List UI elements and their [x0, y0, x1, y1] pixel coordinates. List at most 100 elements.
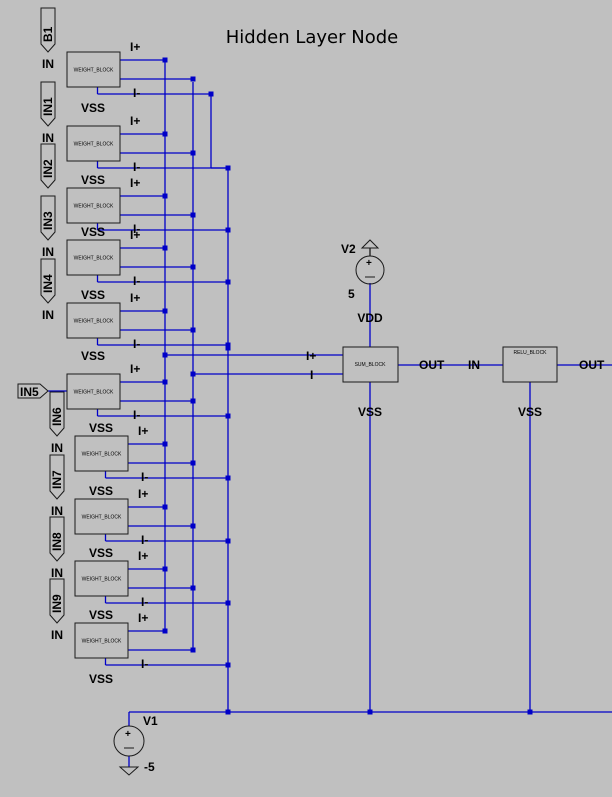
weight-block-name: WEIGHT_BLOCK — [82, 577, 122, 583]
vss-pin-label: VSS — [89, 608, 113, 622]
in-pin-label: IN — [51, 628, 63, 642]
junction-dot — [190, 150, 196, 156]
input-flag-in7[interactable]: IN7 — [49, 454, 65, 500]
v2-plus-icon: + — [366, 258, 372, 269]
input-flag-in8[interactable]: IN8 — [49, 516, 65, 562]
weight-block-name: WEIGHT_BLOCK — [74, 142, 114, 148]
junction-dot — [225, 413, 231, 419]
iplus-pin-label: I+ — [138, 424, 148, 438]
input-flag-label: IN7 — [50, 470, 64, 489]
weight-block-name: WEIGHT_BLOCK — [74, 204, 114, 210]
relu-block-out-label: OUT — [579, 358, 605, 372]
junctions — [162, 57, 533, 715]
input-flag-in6[interactable]: IN6 — [49, 391, 65, 437]
vss-pin-label: VSS — [89, 546, 113, 560]
weight-block-name: WEIGHT_BLOCK — [82, 515, 122, 521]
iminus-pin-label: I- — [141, 595, 148, 609]
in-pin-label: IN — [51, 504, 63, 518]
iminus-pin-label: I- — [141, 470, 148, 484]
sum-block-iplus-label: I+ — [306, 349, 316, 363]
relu-block-vss-label: VSS — [518, 405, 542, 419]
junction-dot — [162, 628, 168, 634]
in-pin-label: IN — [42, 245, 54, 259]
input-flag-label: B1 — [41, 26, 55, 42]
junction-dot — [162, 245, 168, 251]
junction-dot — [162, 504, 168, 510]
iminus-pin-label: I- — [133, 408, 140, 422]
input-flag-in4[interactable]: IN4 — [40, 258, 56, 304]
junction-dot — [190, 76, 196, 82]
sum-block[interactable]: SUM_BLOCK — [342, 346, 399, 383]
junction-dot — [190, 523, 196, 529]
junction-dot — [190, 327, 196, 333]
input-flag-in5[interactable]: IN5 — [17, 383, 49, 399]
iminus-pin-label: I- — [133, 274, 140, 288]
input-flag-in9[interactable]: IN9 — [49, 578, 65, 624]
iplus-pin-label: I+ — [138, 549, 148, 563]
iplus-pin-label: I+ — [130, 176, 140, 190]
vss-pin-label: VSS — [89, 421, 113, 435]
vss-pin-label: VSS — [89, 484, 113, 498]
in-pin-label: IN — [51, 441, 63, 455]
input-flag-in2[interactable]: IN2 — [40, 143, 56, 189]
relu-block[interactable]: RELU_BLOCK — [502, 346, 558, 383]
v2-source[interactable]: + — [355, 239, 385, 285]
iplus-pin-label: I+ — [138, 487, 148, 501]
weight-blocks: WEIGHT_BLOCKB1INVSSI+I-WEIGHT_BLOCKIN1IN… — [17, 7, 148, 686]
junction-dot — [225, 227, 231, 233]
junction-dot — [208, 91, 214, 97]
in-pin-label: IN — [42, 57, 54, 71]
wires — [48, 59, 612, 767]
junction-dot — [162, 441, 168, 447]
junction-dot — [225, 475, 231, 481]
v1-ground-icon — [118, 766, 140, 776]
v1-name: V1 — [143, 714, 158, 728]
input-flag-label: IN2 — [41, 159, 55, 178]
v1-value: -5 — [144, 760, 155, 774]
weight-block-2[interactable]: WEIGHT_BLOCKIN2INVSSI+I- — [40, 143, 140, 236]
input-flag-b1[interactable]: B1 — [40, 7, 56, 53]
iminus-pin-label: I- — [141, 533, 148, 547]
sum-block-vdd-label: VDD — [357, 311, 383, 325]
weight-block-name: WEIGHT_BLOCK — [82, 452, 122, 458]
junction-dot — [190, 264, 196, 270]
relu-block-in-label: IN — [468, 358, 480, 372]
junction-dot — [162, 308, 168, 314]
junction-dot — [527, 709, 533, 715]
junction-dot — [190, 371, 196, 377]
v1-source[interactable]: + — [113, 725, 145, 776]
input-flag-in1[interactable]: IN1 — [40, 81, 56, 127]
in-pin-label: IN — [42, 131, 54, 145]
input-flag-label: IN1 — [41, 97, 55, 116]
junction-dot — [190, 585, 196, 591]
sum-block-name: SUM_BLOCK — [355, 362, 387, 368]
vss-pin-label: VSS — [81, 288, 105, 302]
junction-dot — [225, 600, 231, 606]
iplus-pin-label: I+ — [130, 114, 140, 128]
input-flag-label: IN5 — [20, 385, 39, 399]
weight-block-name: WEIGHT_BLOCK — [82, 639, 122, 645]
junction-dot — [190, 398, 196, 404]
junction-dot — [225, 165, 231, 171]
vss-pin-label: VSS — [89, 672, 113, 686]
relu-block-name: RELU_BLOCK — [513, 350, 547, 356]
junction-dot — [225, 662, 231, 668]
junction-dot — [190, 647, 196, 653]
input-flag-in3[interactable]: IN3 — [40, 195, 56, 241]
sum-block-iminus-label: I — [310, 368, 313, 382]
junction-dot — [225, 345, 231, 351]
in-pin-label: IN — [51, 566, 63, 580]
input-flag-label: IN4 — [41, 274, 55, 293]
diagram-title: Hidden Layer Node — [226, 27, 398, 48]
junction-dot — [162, 566, 168, 572]
iminus-pin-label: I- — [133, 222, 140, 236]
